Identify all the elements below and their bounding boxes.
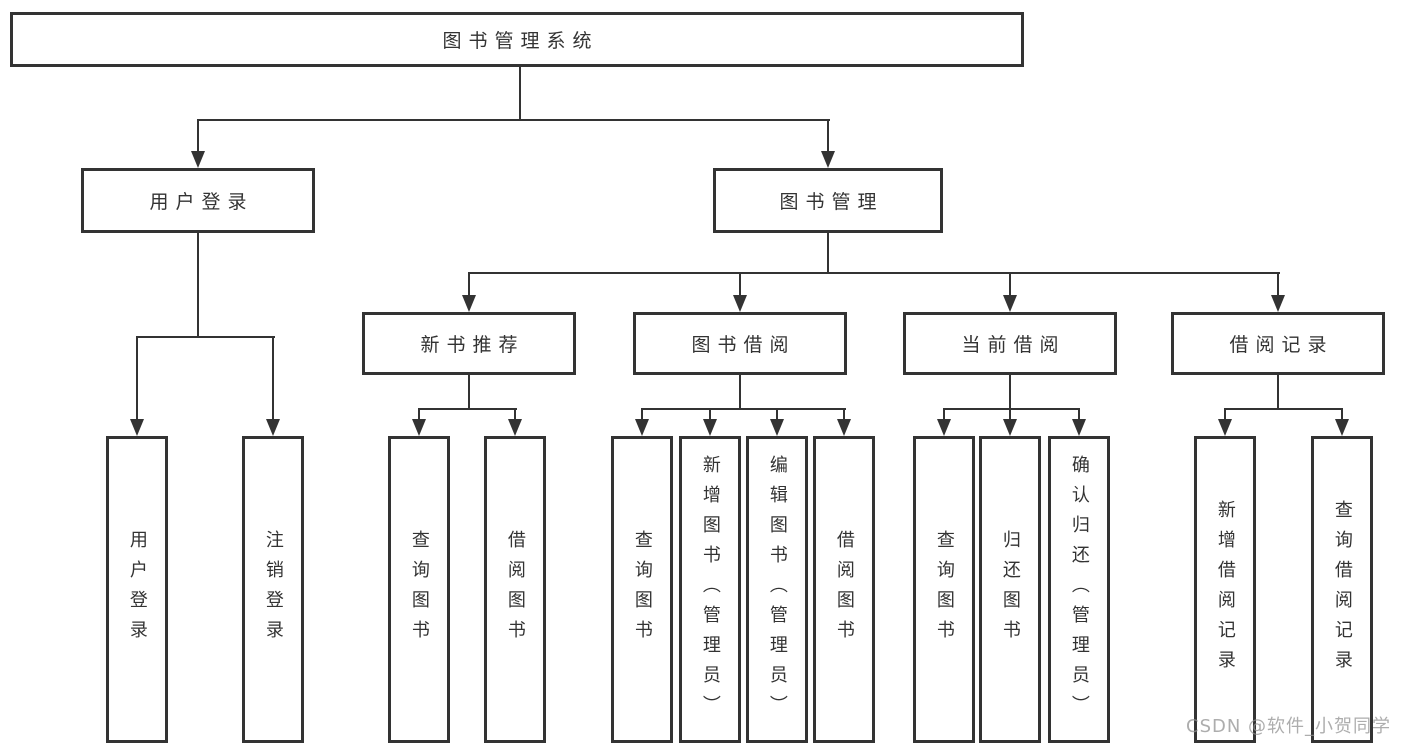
connector-book-management-stem (827, 233, 829, 274)
node-book-management: 图书管理 (713, 168, 943, 233)
arrow-to-current-return-books (1003, 408, 1017, 436)
connector-root-stem (519, 67, 521, 119)
node-borrow-records: 借阅记录 (1171, 312, 1385, 375)
arrow-to-recommend-borrow-books (508, 408, 522, 436)
connector-borrow-records-stem (1277, 375, 1279, 410)
connector-book-borrow-stem (739, 375, 741, 410)
connector-new-book-recommend-stem (468, 375, 470, 410)
leaf-user-login: 用户登录 (106, 436, 168, 743)
leaf-borrow-add-books-admin-label: 新增图书（管理员） (699, 454, 721, 725)
arrow-to-book-management (821, 119, 835, 168)
leaf-current-return-books: 归还图书 (979, 436, 1041, 743)
leaf-user-login-label: 用户登录 (126, 529, 148, 650)
node-user-login-label: 用户登录 (149, 191, 254, 213)
leaf-current-confirm-return-admin: 确认归还（管理员） (1048, 436, 1110, 743)
connector-current-borrow-stem (1009, 375, 1011, 410)
leaf-borrow-borrow-books: 借阅图书 (813, 436, 875, 743)
leaf-current-confirm-return-admin-label: 确认归还（管理员） (1068, 454, 1090, 725)
connector-user-login-stem (197, 233, 199, 336)
arrow-to-borrow-edit-books (770, 408, 784, 436)
leaf-records-query-record-label: 查询借阅记录 (1331, 499, 1353, 680)
node-book-borrow-label: 图书借阅 (691, 334, 796, 356)
node-current-borrow-label: 当前借阅 (961, 334, 1066, 356)
node-borrow-records-label: 借阅记录 (1229, 334, 1334, 356)
node-library-system: 图书管理系统 (10, 12, 1024, 67)
node-current-borrow: 当前借阅 (903, 312, 1117, 375)
arrow-to-borrow-borrow-books (837, 408, 851, 436)
arrow-to-user-login (191, 119, 205, 168)
connector-level3-rail (468, 272, 1280, 274)
node-library-system-label: 图书管理系统 (442, 30, 599, 52)
leaf-records-add-record-label: 新增借阅记录 (1214, 499, 1236, 680)
arrow-to-borrow-query-books (635, 408, 649, 436)
arrow-to-leaf-logout-login (266, 336, 280, 436)
leaf-records-query-record: 查询借阅记录 (1311, 436, 1373, 743)
leaf-logout-login-label: 注销登录 (262, 529, 284, 650)
arrow-to-recommend-query-books (412, 408, 426, 436)
csdn-watermark: CSDN @软件_小贺同学 (1186, 716, 1392, 737)
arrow-to-book-borrow (733, 272, 747, 312)
leaf-recommend-borrow-books-label: 借阅图书 (504, 529, 526, 650)
node-user-login: 用户登录 (81, 168, 315, 233)
node-new-book-recommend: 新书推荐 (362, 312, 576, 375)
leaf-borrow-edit-books-admin: 编辑图书（管理员） (746, 436, 808, 743)
leaf-current-return-books-label: 归还图书 (999, 529, 1021, 650)
node-new-book-recommend-label: 新书推荐 (420, 334, 525, 356)
arrow-to-current-query-books (937, 408, 951, 436)
connector-borrow-records-rail (1224, 408, 1343, 410)
leaf-recommend-query-books-label: 查询图书 (408, 529, 430, 650)
leaf-current-query-books-label: 查询图书 (933, 529, 955, 650)
leaf-borrow-add-books-admin: 新增图书（管理员） (679, 436, 741, 743)
arrow-to-current-confirm-return (1072, 408, 1086, 436)
connector-user-login-rail (136, 336, 275, 338)
leaf-borrow-query-books-label: 查询图书 (631, 529, 653, 650)
arrow-to-new-book-recommend (462, 272, 476, 312)
leaf-borrow-edit-books-admin-label: 编辑图书（管理员） (766, 454, 788, 725)
node-book-management-label: 图书管理 (779, 191, 884, 213)
arrow-to-borrow-records (1271, 272, 1285, 312)
leaf-current-query-books: 查询图书 (913, 436, 975, 743)
node-book-borrow: 图书借阅 (633, 312, 847, 375)
leaf-recommend-borrow-books: 借阅图书 (484, 436, 546, 743)
arrow-to-current-borrow (1003, 272, 1017, 312)
leaf-recommend-query-books: 查询图书 (388, 436, 450, 743)
connector-new-book-recommend-rail (418, 408, 517, 410)
leaf-logout-login: 注销登录 (242, 436, 304, 743)
connector-level2-rail (197, 119, 830, 121)
connector-current-borrow-rail (943, 408, 1079, 410)
leaf-borrow-query-books: 查询图书 (611, 436, 673, 743)
leaf-borrow-borrow-books-label: 借阅图书 (833, 529, 855, 650)
arrow-to-leaf-user-login (130, 336, 144, 436)
arrow-to-borrow-add-books (703, 408, 717, 436)
leaf-records-add-record: 新增借阅记录 (1194, 436, 1256, 743)
arrow-to-records-query-record (1335, 408, 1349, 436)
connector-book-borrow-rail (641, 408, 846, 410)
arrow-to-records-add-record (1218, 408, 1232, 436)
